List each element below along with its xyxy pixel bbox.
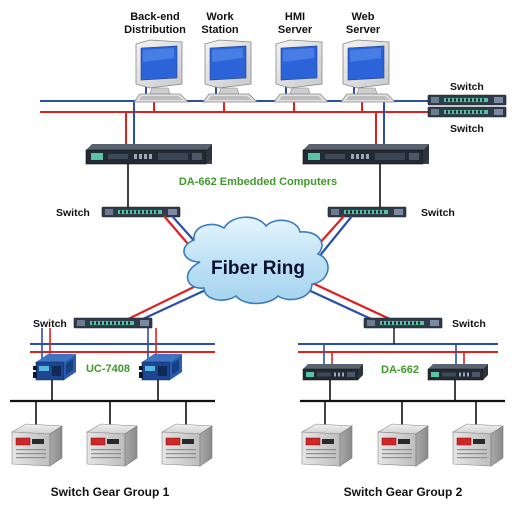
switch-low-right-icon: [363, 317, 443, 329]
switch-gear-1-icon: [11, 423, 63, 467]
switch-gear-3-icon: [161, 423, 213, 467]
group-1-label: Switch Gear Group 1: [51, 485, 170, 499]
computer-label-workstation: Work: [206, 11, 234, 23]
computer-hmi-icon: [273, 39, 329, 103]
computer-label-backend: Back-end: [130, 11, 180, 23]
switch-gear-6-icon: [452, 423, 504, 467]
da662-right-icon: [302, 143, 430, 165]
computer-label-web: Web: [351, 11, 374, 23]
switch-low-left-label: Switch: [33, 318, 67, 330]
computer-backend-icon: [133, 39, 189, 103]
computer-label-hmi-2: Server: [278, 24, 313, 36]
da662-small-left-icon: [302, 363, 364, 381]
computer-workstation-icon: [202, 39, 258, 103]
switch-top-1-icon: [427, 94, 507, 106]
switch-top-2-label: Switch: [450, 123, 484, 135]
switch-gear-2-icon: [86, 423, 138, 467]
uc7408-right-icon: [138, 353, 183, 381]
switch-mid-left-icon: [101, 206, 181, 218]
da662-label: DA-662: [381, 364, 419, 376]
da662-left-icon: [85, 143, 213, 165]
da662-computers-label: DA-662 Embedded Computers: [179, 176, 337, 188]
da662-small-right-icon: [427, 363, 489, 381]
fiber-ring-cloud: [183, 216, 329, 305]
computer-label-workstation-2: Station: [201, 24, 239, 36]
switch-gear-4-icon: [301, 423, 353, 467]
group-2-label: Switch Gear Group 2: [344, 485, 463, 499]
uc7408-left-icon: [32, 353, 77, 381]
bottom-buses: [10, 380, 505, 428]
da662-to-switch-lines: [127, 164, 381, 208]
computer-label-backend-2: Distribution: [124, 24, 186, 36]
lower-left-bus: [30, 328, 215, 362]
computer-web-icon: [340, 39, 396, 103]
uc7408-label: UC-7408: [86, 363, 130, 375]
fiber-ring-label: Fiber Ring: [211, 258, 305, 279]
switch-top-1-label: Switch: [450, 81, 484, 93]
switch-low-right-label: Switch: [452, 318, 486, 330]
switch-gear-5-icon: [377, 423, 429, 467]
switch-mid-right-icon: [327, 206, 407, 218]
computer-label-web-2: Server: [346, 24, 381, 36]
switch-mid-left-label: Switch: [56, 207, 90, 219]
lower-right-bus: [298, 328, 498, 364]
switch-mid-right-label: Switch: [421, 207, 455, 219]
computer-label-hmi: HMI: [285, 11, 305, 23]
switch-top-2-icon: [427, 106, 507, 118]
switch-low-left-icon: [73, 317, 153, 329]
